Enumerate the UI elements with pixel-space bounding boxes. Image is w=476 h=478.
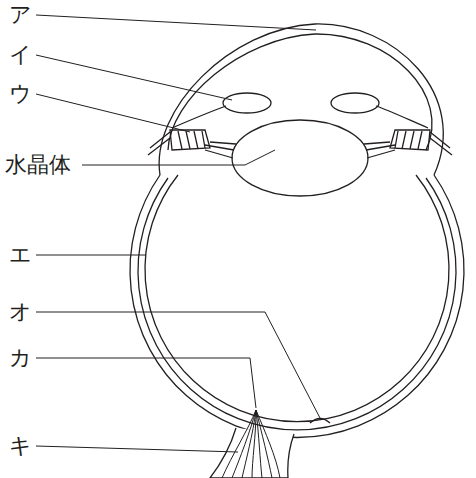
- iris-base-right: [376, 106, 428, 128]
- nerve-fibers: [222, 410, 280, 478]
- part-label: キ: [8, 434, 33, 458]
- leader-line: [36, 94, 190, 132]
- part-label: オ: [8, 300, 33, 324]
- retina: [145, 175, 449, 422]
- leader-line: [36, 255, 146, 256]
- part-label: ア: [8, 3, 33, 27]
- fovea: [310, 419, 330, 424]
- part-label: イ: [8, 43, 33, 67]
- leader-line: [36, 358, 256, 408]
- part-label: 水晶体: [4, 153, 72, 177]
- part-label: ウ: [8, 82, 33, 106]
- leader-line: [82, 150, 275, 165]
- cornea-outer: [159, 24, 443, 175]
- sclera-outer: [130, 175, 464, 437]
- iris-right: [331, 93, 379, 113]
- cornea-inner: [168, 34, 432, 150]
- part-label: エ: [8, 243, 33, 267]
- iris-base-left: [172, 106, 226, 128]
- leader-line: [36, 55, 232, 100]
- leader-line: [36, 446, 238, 452]
- leader-line: [36, 15, 316, 30]
- ciliary-right-stripes: [395, 131, 452, 155]
- lens: [232, 120, 368, 196]
- part-label: カ: [8, 346, 33, 370]
- ciliary-left-stripes: [148, 131, 205, 155]
- iris-left: [223, 93, 271, 113]
- sclera-inner: [138, 178, 456, 430]
- leader-line: [36, 312, 320, 418]
